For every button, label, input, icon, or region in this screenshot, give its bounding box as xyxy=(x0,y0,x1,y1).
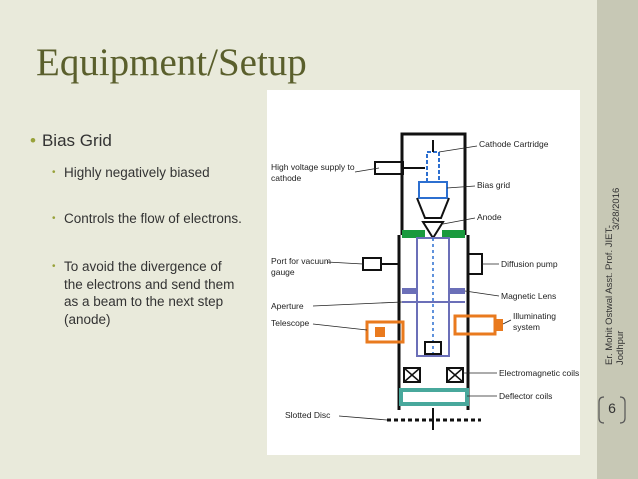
label-aperture: Aperture xyxy=(271,301,304,311)
diagram-background xyxy=(267,90,580,455)
bullet-dot: • xyxy=(52,213,56,224)
leader-anode xyxy=(442,217,476,225)
leader-vacuum xyxy=(326,261,364,265)
sub-bullet-1: • Highly negatively biased xyxy=(52,164,242,182)
page-number-bracket xyxy=(598,396,626,424)
label-cathode-cartridge: Cathode Cartridge xyxy=(479,139,549,149)
bullet-dot: • xyxy=(52,167,56,178)
sidebar-strip xyxy=(597,0,638,479)
sub-bullet-text: Controls the flow of electrons. xyxy=(64,211,242,226)
bias-grid xyxy=(418,181,448,199)
slide-title: Equipment/Setup xyxy=(36,41,307,84)
label-gauge: gauge xyxy=(271,267,295,277)
page-number: 6 xyxy=(608,400,616,416)
em-coil-right-cross xyxy=(446,367,464,383)
sub-bullet-2: • Controls the flow of electrons. xyxy=(52,210,242,228)
label-anode: Anode xyxy=(477,212,502,222)
telescope xyxy=(365,320,405,344)
leader-illuminating xyxy=(502,319,512,325)
label-telescope: Telescope xyxy=(271,318,310,328)
sub-bullet-text: Highly negatively biased xyxy=(64,165,210,180)
telescope-lens xyxy=(375,327,385,337)
illuminating-lamp xyxy=(495,319,503,331)
bullet-text: Bias Grid xyxy=(41,131,112,150)
column-top xyxy=(400,132,467,138)
anode-cone xyxy=(421,221,445,240)
label-deflector-coils: Deflector coils xyxy=(499,391,552,401)
em-coil-left xyxy=(403,367,421,383)
specimen-stage xyxy=(424,341,442,355)
bullet-dot: • xyxy=(52,261,56,272)
slide-footer: Er. Mohit Ostwal Asst. Prof. JIET-Jodhpu… xyxy=(604,225,626,365)
leader-magnetic-lens xyxy=(464,290,500,297)
leader-lines xyxy=(312,145,512,421)
leader-hv xyxy=(354,167,380,173)
leader-slotted-disc xyxy=(338,415,388,421)
label-bias-grid: Bias grid xyxy=(477,180,510,190)
anode-plate-right xyxy=(442,230,465,238)
leader-aperture xyxy=(312,301,403,307)
electron-microscope-diagram: Cathode Cartridge High voltage supply to… xyxy=(267,90,580,455)
sub-bullet-3: • To avoid the divergence of the electron… xyxy=(52,258,242,328)
bias-grid-cone xyxy=(416,197,450,219)
label-port-vacuum: Port for vacuum xyxy=(271,256,331,266)
bullet-dot: • xyxy=(30,131,36,150)
deflector-coils xyxy=(399,388,469,406)
label-slotted-disc: Slotted Disc xyxy=(285,410,331,420)
em-coil-right xyxy=(446,367,464,383)
label-em-coils: Electromagnetic coils xyxy=(499,368,579,378)
bracket-left xyxy=(598,396,605,424)
leader-bias-grid xyxy=(446,185,476,189)
label-cathode: cathode xyxy=(271,173,302,183)
bullet-bias-grid: • Bias Grid xyxy=(30,131,112,151)
em-coil-left-cross xyxy=(403,367,421,383)
label-diffusion-pump: Diffusion pump xyxy=(501,259,558,269)
leader-telescope xyxy=(312,323,368,331)
bracket-right xyxy=(619,396,626,424)
label-magnetic-lens: Magnetic Lens xyxy=(501,291,556,301)
magnetic-lens-left xyxy=(402,288,417,294)
label-high-voltage: High voltage supply to xyxy=(271,162,355,172)
anode-plate-left xyxy=(402,230,425,238)
magnetic-lens-right xyxy=(449,288,465,294)
leader-cathode-cartridge xyxy=(438,145,478,153)
label-system: system xyxy=(513,322,540,332)
label-illuminating: Illuminating xyxy=(513,311,556,321)
sub-bullet-text: To avoid the divergence of the electrons… xyxy=(64,259,235,327)
